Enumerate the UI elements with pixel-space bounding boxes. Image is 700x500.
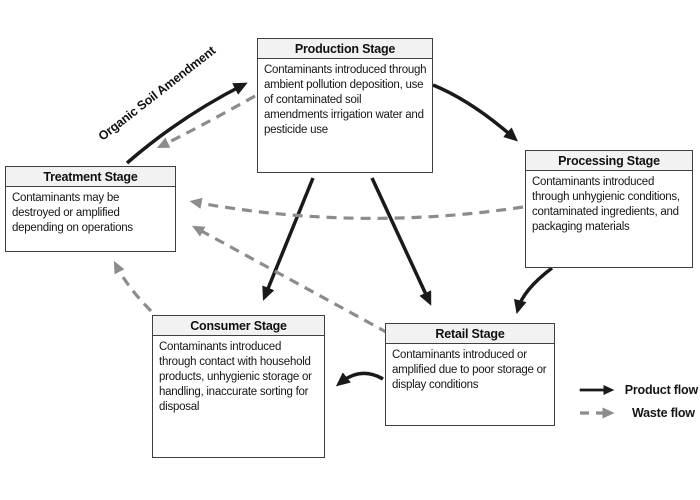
product-flow-arrow-processing-to-retail bbox=[513, 266, 554, 315]
treatment-stage-description: Contaminants may be destroyed or amplifi… bbox=[12, 192, 133, 234]
flow-legend: Product flow Waste flow bbox=[578, 383, 698, 429]
retail-stage-title: Retail Stage bbox=[386, 324, 554, 344]
product-flow-legend-label: Product flow bbox=[624, 383, 698, 397]
waste-flow-arrow-consumer-to-treatment bbox=[113, 260, 153, 313]
retail-stage-box: Retail Stage Contaminants introduced or … bbox=[385, 323, 555, 426]
treatment-stage-box: Treatment Stage Contaminants may be dest… bbox=[5, 166, 176, 252]
waste-flow-arrow-icon bbox=[580, 407, 615, 419]
product-flow-arrow-production-to-retail bbox=[370, 177, 432, 306]
production-stage-box: Production Stage Contaminants introduced… bbox=[257, 38, 433, 173]
product-flow-arrow-treatment-to-production bbox=[125, 82, 248, 165]
treatment-stage-title: Treatment Stage bbox=[6, 167, 175, 187]
waste-flow-arrow-production-to-treatment bbox=[156, 94, 256, 149]
processing-stage-description: Contaminants introduced through unhygien… bbox=[532, 176, 680, 233]
product-flow-arrow-production-to-consumer bbox=[262, 177, 315, 301]
processing-stage-title: Processing Stage bbox=[526, 151, 692, 171]
legend-waste-flow: Waste flow bbox=[578, 406, 698, 420]
product-flow-arrow-icon bbox=[579, 384, 615, 396]
legend-product-flow: Product flow bbox=[578, 383, 698, 397]
processing-stage-box: Processing Stage Contaminants introduced… bbox=[525, 150, 693, 268]
waste-flow-arrow-retail-to-treatment bbox=[191, 225, 389, 335]
consumer-stage-box: Consumer Stage Contaminants introduced t… bbox=[152, 315, 325, 458]
consumer-stage-description: Contaminants introduced through contact … bbox=[159, 341, 312, 413]
production-stage-description: Contaminants introduced through ambient … bbox=[264, 64, 427, 136]
product-flow-arrow-production-to-processing bbox=[432, 83, 518, 142]
product-flow-arrow-retail-to-consumer bbox=[335, 371, 384, 387]
consumer-stage-title: Consumer Stage bbox=[153, 316, 324, 336]
retail-stage-description: Contaminants introduced or amplified due… bbox=[392, 349, 547, 391]
waste-flow-legend-label: Waste flow bbox=[632, 406, 695, 420]
production-stage-title: Production Stage bbox=[258, 39, 432, 59]
waste-flow-arrow-processing-to-treatment bbox=[189, 197, 524, 220]
